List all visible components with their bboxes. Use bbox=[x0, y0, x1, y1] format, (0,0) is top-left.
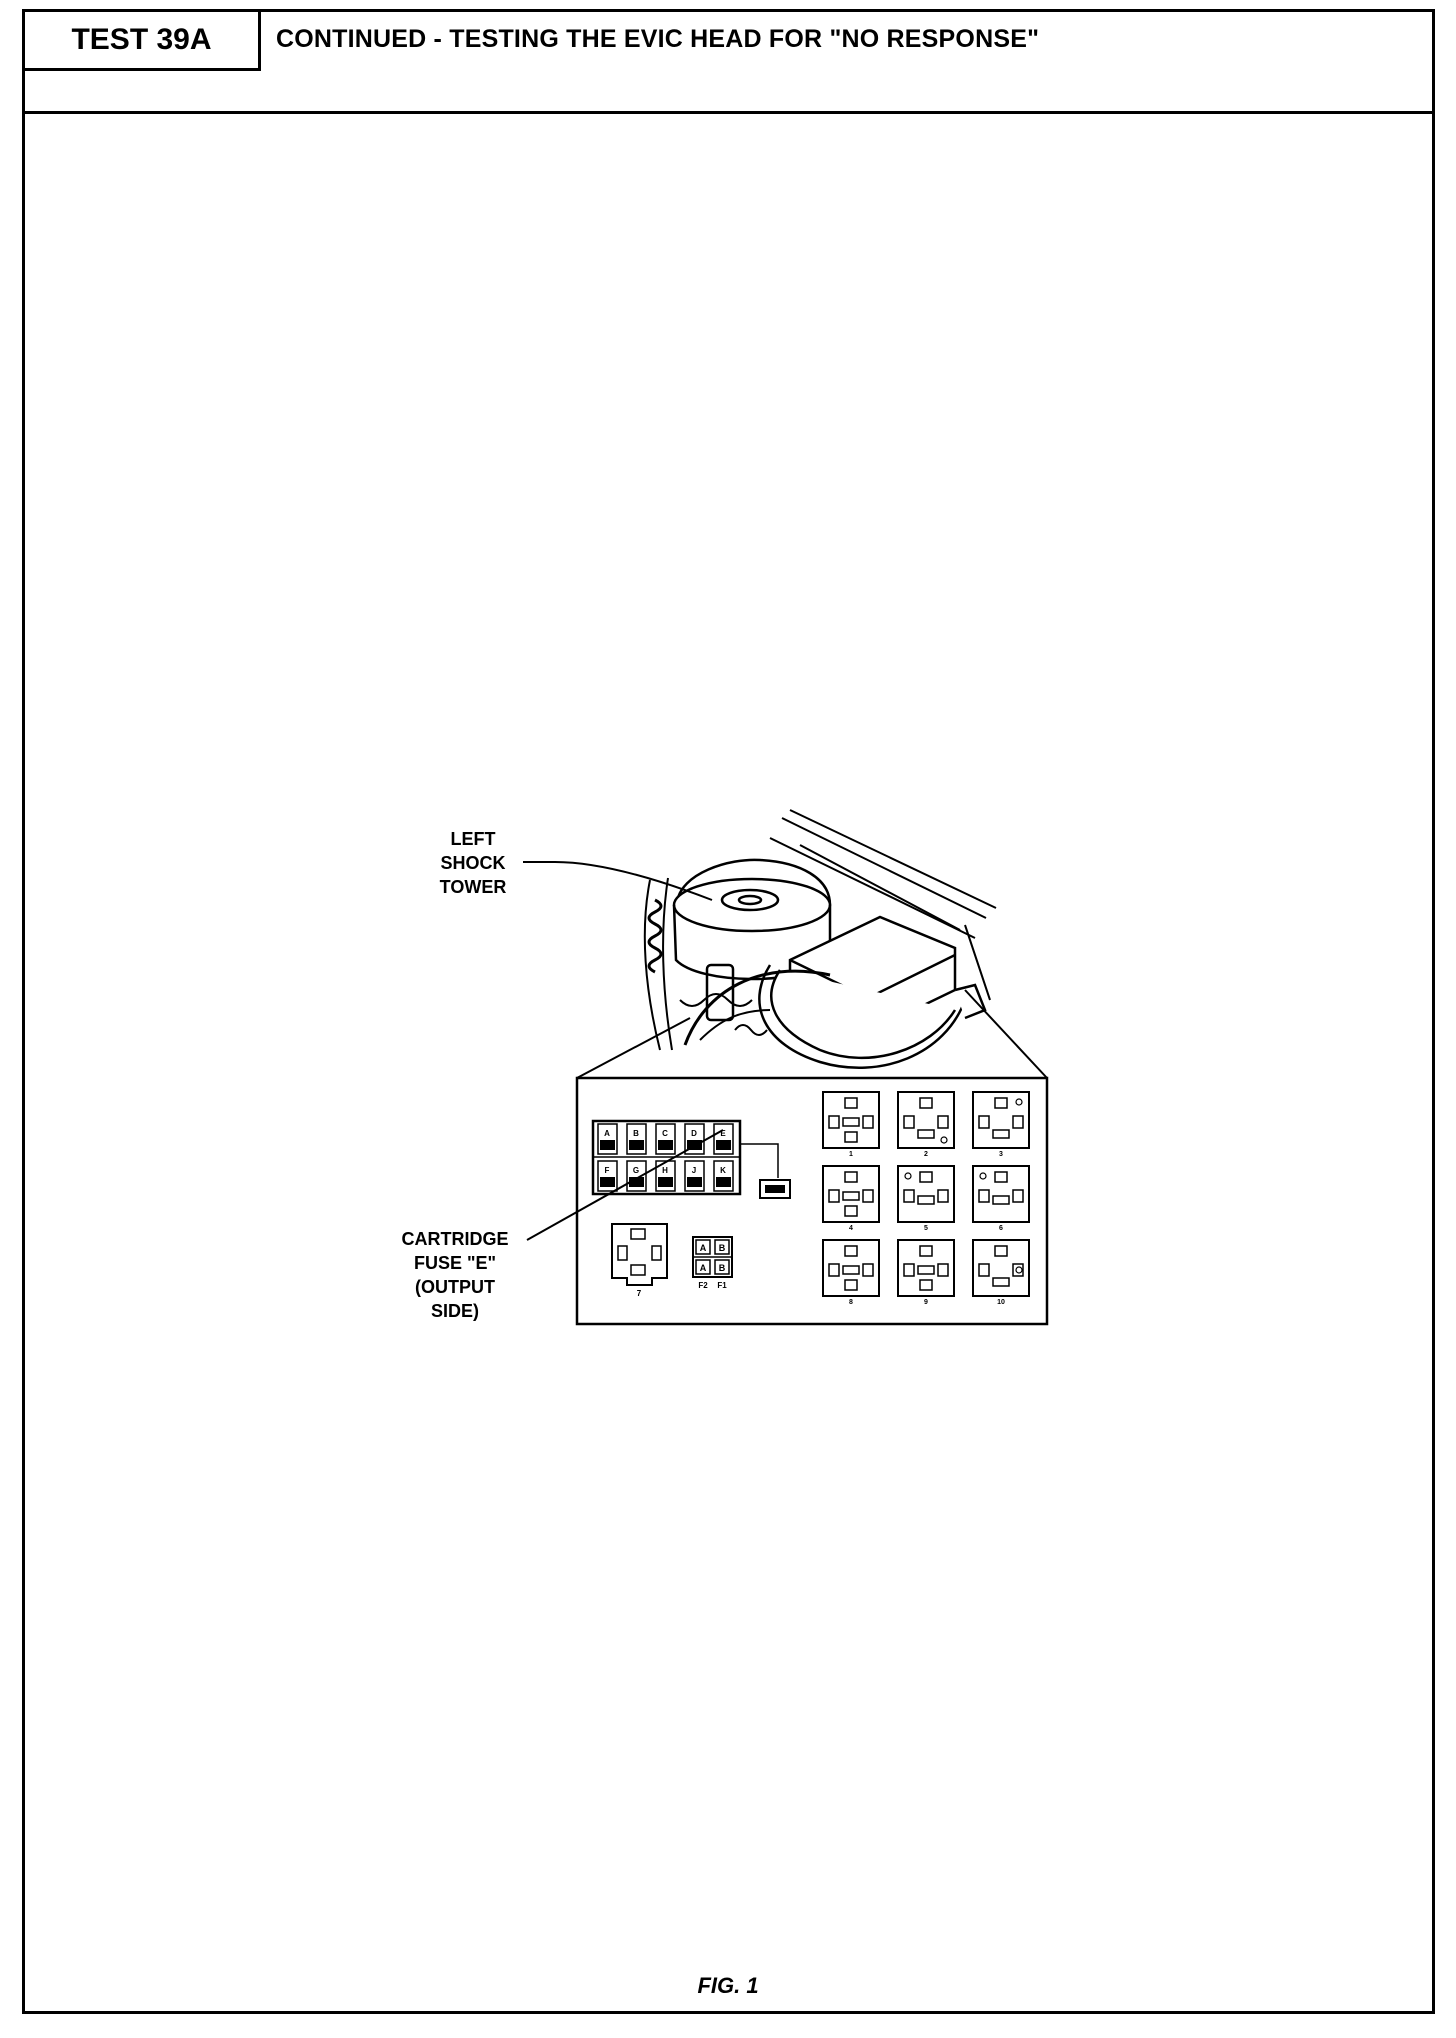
engine-compartment-sketch bbox=[643, 809, 997, 1051]
fuse-cell-g: G bbox=[626, 1160, 647, 1192]
zoom-line-left bbox=[576, 1017, 691, 1079]
relay-number-10: 10 bbox=[997, 1299, 1005, 1306]
callout-shock-tower: LEFT SHOCK TOWER bbox=[440, 829, 507, 897]
fuse-letter-a: A bbox=[604, 1129, 610, 1138]
fuse-letter-k: K bbox=[720, 1166, 726, 1175]
relay-number-3: 3 bbox=[999, 1151, 1003, 1158]
fuse-cell-h: H bbox=[655, 1160, 676, 1192]
fuse-letter-h: H bbox=[662, 1166, 668, 1175]
zoom-line-right bbox=[964, 989, 1048, 1079]
fuse-letter-j: J bbox=[692, 1166, 696, 1175]
callout-cartridge-fuse-line-4: SIDE) bbox=[431, 1301, 479, 1321]
relay-8: 8 bbox=[822, 1239, 880, 1306]
fuse-cell-e: E bbox=[713, 1123, 734, 1155]
relay-number-4: 4 bbox=[849, 1225, 853, 1232]
callout-shock-tower-line-3: TOWER bbox=[440, 877, 507, 897]
relay-number-1: 1 bbox=[849, 1151, 853, 1158]
callout-shock-tower-line-1: LEFT bbox=[451, 829, 496, 849]
power-distribution-center bbox=[758, 915, 987, 1070]
maxi-fuse-letter-4: B bbox=[719, 1263, 726, 1273]
relay-9: 9 bbox=[897, 1239, 955, 1306]
relay-number-5: 5 bbox=[924, 1225, 928, 1232]
maxi-fuse-letter-1: A bbox=[700, 1243, 707, 1253]
small-connector-terminal bbox=[765, 1185, 785, 1193]
connector-lead bbox=[740, 1143, 779, 1178]
header-bar: TEST 39A CONTINUED - TESTING THE EVIC HE… bbox=[25, 12, 1432, 114]
callout-cartridge-fuse-line-3: (OUTPUT bbox=[415, 1277, 495, 1297]
fuse-letter-c: C bbox=[662, 1129, 668, 1138]
fuse-cell-k: K bbox=[713, 1160, 734, 1192]
callout-cartridge-fuse: CARTRIDGE FUSE "E" (OUTPUT SIDE) bbox=[402, 1229, 509, 1321]
maxi-fuse-letter-3: A bbox=[700, 1263, 707, 1273]
fuse-cell-b: B bbox=[626, 1123, 647, 1155]
fuse-cell-c: C bbox=[655, 1123, 676, 1155]
relay-10: 10 bbox=[972, 1239, 1030, 1306]
relay-5: 5 bbox=[897, 1165, 955, 1232]
fuse-letter-g: G bbox=[633, 1166, 639, 1175]
relay-1: 1 bbox=[822, 1091, 880, 1158]
relay-number-2: 2 bbox=[924, 1151, 928, 1158]
maxi-fuse-letter-2: B bbox=[719, 1243, 726, 1253]
callout-shock-tower-line-2: SHOCK bbox=[440, 853, 505, 873]
figure-caption: FIG. 1 bbox=[697, 1973, 759, 1998]
fuse-cell-a: A bbox=[597, 1123, 618, 1155]
callout-cartridge-fuse-line-1: CARTRIDGE bbox=[402, 1229, 509, 1249]
maxi-fuse-block: A B A B F2 F1 bbox=[692, 1236, 733, 1290]
test-id-label: TEST 39A bbox=[25, 12, 261, 71]
fuse-detail-panel bbox=[575, 1076, 1049, 1326]
callout-line-cartridge-fuse bbox=[526, 1129, 724, 1241]
relay-number-9: 9 bbox=[924, 1299, 928, 1306]
fuse-letter-b: B bbox=[633, 1129, 639, 1138]
wiring-harness bbox=[683, 969, 831, 1046]
callout-cartridge-fuse-line-2: FUSE "E" bbox=[414, 1253, 496, 1273]
fuse-letter-d: D bbox=[691, 1129, 697, 1138]
maxi-fuse-label-f1: F1 bbox=[717, 1281, 727, 1290]
relay-number-8: 8 bbox=[849, 1299, 853, 1306]
relay-number-6: 6 bbox=[999, 1225, 1003, 1232]
wiring-harness-detail bbox=[699, 1009, 771, 1041]
round-relay-number: 7 bbox=[637, 1289, 642, 1298]
round-relay-block-7: 7 bbox=[611, 1223, 668, 1298]
fuse-cell-j: J bbox=[684, 1160, 705, 1192]
page-title: CONTINUED - TESTING THE EVIC HEAD FOR "N… bbox=[276, 25, 1040, 53]
relay-2: 2 bbox=[897, 1091, 955, 1158]
relay-6: 6 bbox=[972, 1165, 1030, 1232]
maxi-fuse-label-f2: F2 bbox=[698, 1281, 708, 1290]
callout-line-shock-tower bbox=[523, 861, 713, 901]
fuse-letter-e: E bbox=[720, 1129, 726, 1138]
page-frame: TEST 39A CONTINUED - TESTING THE EVIC HE… bbox=[22, 9, 1435, 2014]
relay-3: 3 bbox=[972, 1091, 1030, 1158]
fuse-cell-f: F bbox=[597, 1160, 618, 1192]
relay-grid: 1 2 3 4 bbox=[822, 1091, 1030, 1306]
fuse-letter-f: F bbox=[605, 1166, 610, 1175]
relay-4: 4 bbox=[822, 1165, 880, 1232]
round-relay-housing bbox=[611, 1223, 668, 1286]
